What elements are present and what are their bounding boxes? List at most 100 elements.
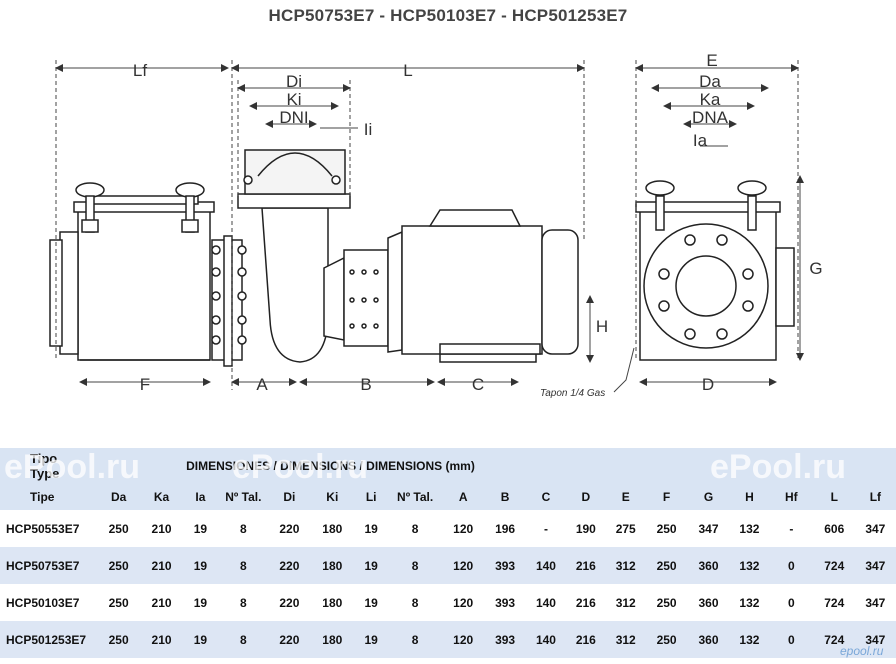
table-cell: 120 [441,510,485,547]
table-cell: 8 [388,510,442,547]
table-cell: 8 [218,510,268,547]
table-cell: 132 [729,510,769,547]
table-cell: 19 [353,547,389,584]
table-cell: 724 [813,584,855,621]
table-cell: 140 [525,621,567,658]
dim-label-B: B [360,375,371,394]
dim-label-F: F [140,375,150,394]
dim-label-Ka: Ka [700,90,721,109]
tipo-label: Tipo [30,451,58,466]
table-cell: 250 [96,584,142,621]
table-cell: 0 [768,584,814,621]
dimensions-header: DIMENSIONES / DIMENSIONS / DIMENSIONS (m… [96,448,896,484]
table-cell: 196 [484,510,526,547]
model-cell: HCP50103E7 [0,584,97,621]
corner-logo: epool.ru [840,644,884,658]
table-cell: 312 [605,584,647,621]
table-cell: 19 [182,584,219,621]
table-cell: 347 [854,621,896,658]
dim-label-Ki: Ki [286,90,301,109]
column-header: Di [267,484,311,510]
table-cell: 140 [525,584,567,621]
table-cell: 180 [310,510,354,547]
table-cell: 312 [605,621,647,658]
model-cell: HCP50553E7 [0,510,97,547]
table-cell: 180 [310,584,354,621]
dimensions-table: Tipo Type DIMENSIONES / DIMENSIONS / DIM… [0,448,896,658]
motor-bracket [323,230,403,353]
table-cell: 132 [729,621,769,658]
table-cell: 132 [729,584,769,621]
table-cell: 220 [267,584,311,621]
dim-label-A: A [256,375,268,394]
table-cell: 220 [267,547,311,584]
table-cell: 312 [605,547,647,584]
column-header: Nº Tal. [218,484,268,510]
column-header: L [813,484,855,510]
pump-technical-drawing: Lf L Di Ki DNI Ii E Da Ka DNA Ia G H F A… [49,51,823,399]
column-header: H [729,484,769,510]
table-cell: 393 [484,621,526,658]
table-cell: 8 [388,621,442,658]
column-header: Nº Tal. [388,484,442,510]
dimension-lines [55,60,804,393]
table-cell: 220 [267,621,311,658]
table-cell: 120 [441,584,485,621]
table-cell: 606 [813,510,855,547]
table-cell: 19 [182,547,219,584]
table-cell: 8 [388,584,442,621]
table-cell: 8 [218,547,268,584]
pump-volute [237,149,351,363]
table-cell: 210 [141,621,182,658]
table-cell: 8 [388,547,442,584]
dim-label-E: E [706,51,717,70]
table-cell: 19 [353,584,389,621]
table-cell: 210 [141,510,182,547]
table-cell: 724 [813,547,855,584]
table-cell: 393 [484,547,526,584]
column-header: C [525,484,567,510]
table-cell: 275 [605,510,647,547]
column-header: Ia [182,484,219,510]
column-header: A [441,484,485,510]
table-cell: 347 [854,547,896,584]
table-cell: 190 [566,510,606,547]
dim-label-Ia: Ia [693,131,708,150]
column-header: F [646,484,688,510]
table-cell: 220 [267,510,311,547]
dim-label-DNA: DNA [692,108,729,127]
dim-label-L: L [403,61,412,80]
table-cell: 250 [96,510,142,547]
column-header: Lf [854,484,896,510]
column-header: Tipe [0,484,97,510]
dim-label-Lf: Lf [133,61,147,80]
model-cell: HCP501253E7 [0,621,97,658]
table-cell: 120 [441,621,485,658]
column-header: G [687,484,730,510]
dim-label-G: G [809,259,822,278]
table-cell: 250 [96,547,142,584]
table-cell: 347 [687,510,730,547]
table-cell: 250 [646,621,688,658]
table-cell: 250 [646,584,688,621]
table-cell: 132 [729,547,769,584]
column-header: E [605,484,647,510]
table-cell: 8 [218,621,268,658]
table-cell: 210 [141,547,182,584]
table-cell: 210 [141,584,182,621]
inlet-flange [211,235,247,367]
dim-label-Di: Di [286,72,302,91]
dim-label-C: C [472,375,484,394]
table-cell: 724 [813,621,855,658]
column-header: B [484,484,526,510]
motor-body [401,209,579,363]
table-cell: 180 [310,621,354,658]
strainer-lid-knobs [75,182,205,233]
dim-label-Da: Da [699,72,721,91]
